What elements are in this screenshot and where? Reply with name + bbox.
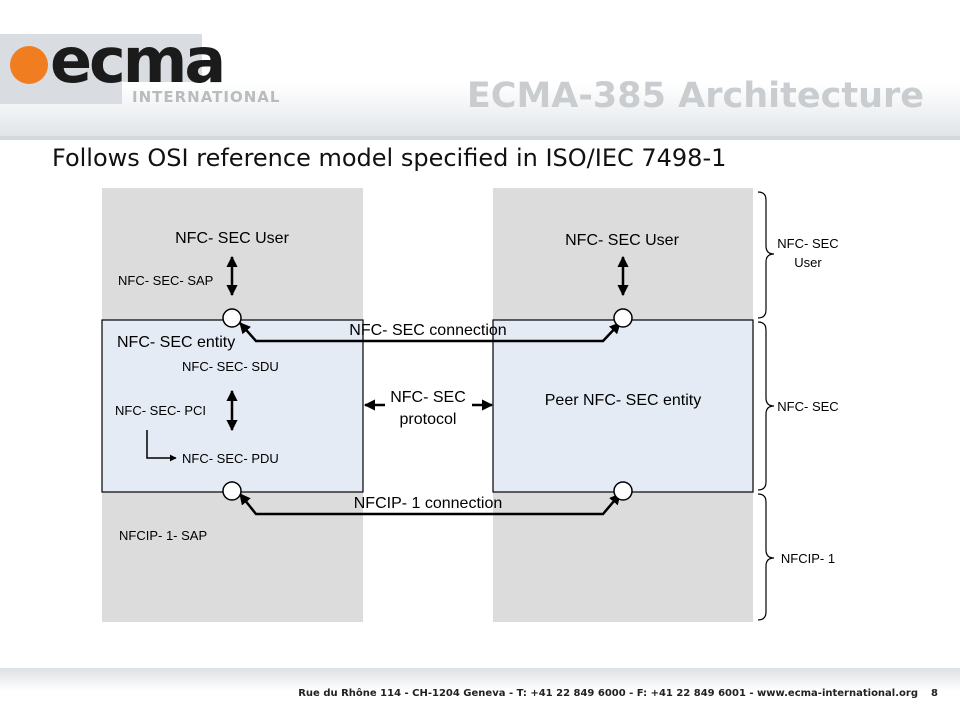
right-nfcip-sap-point [613,481,633,501]
logo-orange-dot [10,46,48,84]
brace-user-label-line2: User [794,255,822,270]
slide-subtitle: Follows OSI reference model specified in… [52,144,727,172]
left-sec-sap-point [222,308,242,328]
footer-band [0,668,960,720]
brace-user-label-line1: NFC- SEC [777,236,838,251]
logo-subtitle: INTERNATIONAL [132,88,281,106]
pci-label: NFC- SEC- PCI [115,403,206,418]
brace-user-layer [757,191,775,319]
peer-entity-box [492,319,754,493]
protocol-label-line1: NFC- SEC [390,389,466,406]
header-divider [0,136,960,140]
left-nfcip-sap-point [222,481,242,501]
brace-nfcip-layer [757,493,775,621]
protocol-label-line2: protocol [400,411,457,428]
sec-connection-label: NFC- SEC connection [349,322,506,339]
left-entity-label: NFC- SEC entity [117,334,235,351]
left-user-label: NFC- SEC User [175,230,289,247]
brace-sec-layer [757,321,775,491]
pci-to-pdu-arrow [146,430,177,462]
logo-wordmark: ecma [50,24,226,97]
right-user-label: NFC- SEC User [565,232,679,249]
pdu-label: NFC- SEC- PDU [182,451,279,466]
slide-title: ECMA-385 Architecture [466,76,924,116]
peer-entity-label: Peer NFC- SEC entity [545,392,701,409]
brace-nfcip-label: NFCIP- 1 [781,551,835,566]
brace-sec-label: NFC- SEC [777,399,838,414]
left-sap-label: NFC- SEC- SAP [118,273,213,288]
footer-address: Rue du Rhône 114 - CH-1204 Geneva - T: +… [298,688,918,699]
nfcip-sap-label: NFCIP- 1- SAP [119,528,207,543]
logo-background-extension [122,34,202,82]
nfcip-connection-line [239,493,621,516]
nfc-sec-connection-line [239,322,621,343]
page-number: 8 [931,688,938,699]
nfcip-connection-label: NFCIP- 1 connection [354,495,503,512]
sdu-label: NFC- SEC- SDU [182,359,279,374]
right-sec-sap-point [613,308,633,328]
